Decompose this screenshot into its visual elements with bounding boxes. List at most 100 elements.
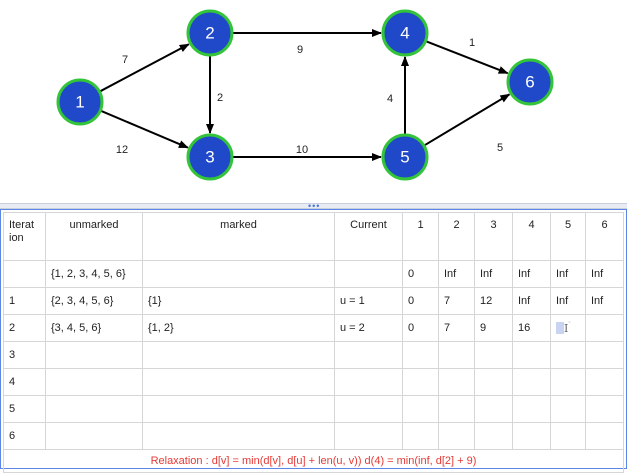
cell-distance-6[interactable] [585,368,624,396]
cell-distance-4[interactable] [512,422,551,450]
cell-distance-4[interactable]: 16 [512,314,551,342]
cell-unmarked[interactable] [45,422,143,450]
node-circle[interactable] [381,133,429,181]
cell-distance-5[interactable] [550,422,586,450]
cell-current[interactable] [334,260,403,288]
header-distance-1[interactable]: 1 [402,212,439,261]
table-row: 4 [3,368,624,396]
cell-marked[interactable] [142,395,335,423]
cell-distance-3[interactable]: Inf [474,260,513,288]
cell-distance-1[interactable] [402,341,439,369]
node-circle[interactable] [381,9,429,57]
cell-current[interactable] [334,368,403,396]
cell-distance-2[interactable]: 7 [438,314,475,342]
cell-iteration[interactable]: 3 [3,341,46,369]
cell-distance-2[interactable] [438,368,475,396]
cell-distance-3[interactable] [474,395,513,423]
cell-unmarked[interactable] [45,395,143,423]
cell-marked[interactable] [142,260,335,288]
cell-distance-4[interactable] [512,341,551,369]
cell-current[interactable] [334,395,403,423]
cell-distance-2[interactable] [438,341,475,369]
header-distance-5[interactable]: 5 [550,212,586,261]
graph-node-2[interactable]: 2 [186,9,234,57]
header-iteration[interactable]: Iterat ion [3,212,46,261]
table-header-row: Iterat ion unmarked marked Current 1 2 3… [3,212,624,261]
cell-iteration[interactable]: 6 [3,422,46,450]
cell-unmarked[interactable]: {2, 3, 4, 5, 6} [45,287,143,315]
cell-distance-6[interactable] [585,314,624,342]
cell-distance-2[interactable]: Inf [438,260,475,288]
cell-distance-4[interactable] [512,368,551,396]
cell-distance-1[interactable] [402,395,439,423]
header-distance-3[interactable]: 3 [474,212,513,261]
header-distance-2[interactable]: 2 [438,212,475,261]
cell-distance-5[interactable]: Inf [550,287,586,315]
header-marked[interactable]: marked [142,212,335,261]
cell-unmarked[interactable] [45,341,143,369]
header-unmarked[interactable]: unmarked [45,212,143,261]
cell-distance-4[interactable]: Inf [512,287,551,315]
splitter-grip-icon[interactable]: ••• [308,201,321,211]
cell-iteration[interactable]: 5 [3,395,46,423]
cell-distance-3[interactable]: 9 [474,314,513,342]
cell-distance-6[interactable] [585,422,624,450]
cell-distance-1[interactable]: 0 [402,260,439,288]
cell-marked[interactable] [142,422,335,450]
cell-current[interactable]: u = 1 [334,287,403,315]
cell-iteration[interactable]: 2 [3,314,46,342]
cell-distance-6[interactable]: Inf [585,287,624,315]
node-circle[interactable] [186,133,234,181]
cell-marked[interactable]: {1, 2} [142,314,335,342]
cell-distance-6[interactable] [585,341,624,369]
cell-distance-2[interactable] [438,395,475,423]
cell-distance-4[interactable] [512,395,551,423]
cell-current[interactable] [334,341,403,369]
cell-distance-6[interactable] [585,395,624,423]
relaxation-note[interactable]: Relaxation : d[v] = min(d[v], d[u] + len… [3,449,624,473]
graph-node-3[interactable]: 3 [186,133,234,181]
cell-marked[interactable] [142,368,335,396]
cell-current[interactable] [334,422,403,450]
cell-distance-1[interactable] [402,368,439,396]
node-circle[interactable] [506,58,554,106]
node-circle[interactable] [186,9,234,57]
cell-distance-5[interactable] [550,368,586,396]
cell-unmarked[interactable] [45,368,143,396]
cell-unmarked[interactable]: {3, 4, 5, 6} [45,314,143,342]
graph-node-5[interactable]: 5 [381,133,429,181]
cell-distance-1[interactable]: 0 [402,314,439,342]
cell-current[interactable]: u = 2 [334,314,403,342]
cell-distance-3[interactable]: 12 [474,287,513,315]
edge-5-6 [423,93,511,147]
header-current[interactable]: Current [334,212,403,261]
cell-distance-6[interactable]: Inf [585,260,624,288]
cell-distance-3[interactable] [474,341,513,369]
cell-distance-3[interactable] [474,422,513,450]
cell-iteration[interactable]: 4 [3,368,46,396]
graph-node-1[interactable]: 1 [56,78,104,126]
cell-distance-5[interactable]: Inf [550,260,586,288]
cell-distance-3[interactable] [474,368,513,396]
cell-iteration[interactable] [3,260,46,288]
graph-node-4[interactable]: 4 [381,9,429,57]
active-edit-cell[interactable]: Iˇ [550,314,586,342]
cell-distance-2[interactable] [438,422,475,450]
cell-distance-5[interactable] [550,341,586,369]
cell-distance-1[interactable]: 0 [402,287,439,315]
cell-marked[interactable]: {1} [142,287,335,315]
header-distance-6[interactable]: 6 [585,212,624,261]
graph-node-6[interactable]: 6 [506,58,554,106]
cell-distance-4[interactable]: Inf [512,260,551,288]
cell-unmarked[interactable]: {1, 2, 3, 4, 5, 6} [45,260,143,288]
cell-distance-2[interactable]: 7 [438,287,475,315]
cell-iteration[interactable]: 1 [3,287,46,315]
panel-splitter[interactable]: ••• [0,201,627,211]
header-distance-4[interactable]: 4 [512,212,551,261]
node-circle[interactable] [56,78,104,126]
cell-distance-5[interactable] [550,395,586,423]
edge-1-2 [98,43,190,93]
cell-marked[interactable] [142,341,335,369]
cell-distance-1[interactable] [402,422,439,450]
